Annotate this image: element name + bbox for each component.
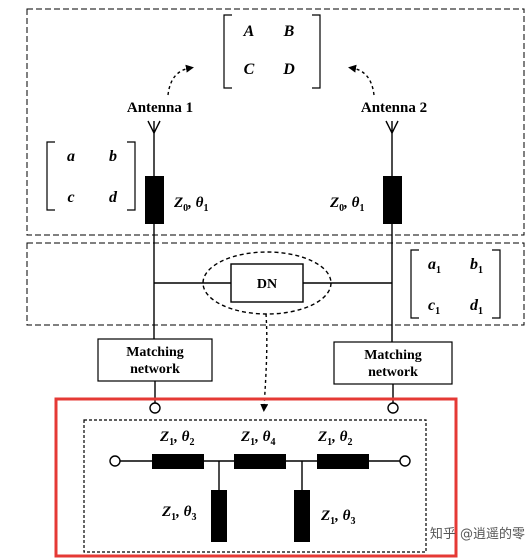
tline1-block [145, 176, 164, 224]
matrix-dn-c: c1 [428, 297, 440, 317]
stub2-label: Z1, θ3 [320, 508, 355, 527]
detail-seg1 [152, 454, 204, 469]
tline1-label: Z0, θ1 [173, 195, 208, 214]
seg3-label: Z1, θ2 [317, 429, 352, 448]
matching-right-line2: network [368, 365, 418, 380]
tline2-label: Z0, θ1 [329, 195, 364, 214]
matching-left-line2: network [130, 362, 180, 377]
tline2-block [383, 176, 402, 224]
dn-detail-circuit: Z1, θ2 Z1, θ4 Z1, θ2 Z1, θ3 Z1, θ3 [109, 429, 411, 542]
dn-box [230, 263, 304, 303]
matrix-abcd-b: B [283, 23, 295, 40]
dn-box-label: DN [257, 277, 277, 292]
detail-port-left [109, 455, 121, 467]
matching-right-line1: Matching [364, 348, 422, 363]
antenna1-label: Antenna 1 [127, 100, 193, 116]
matrix-abcd-d: D [282, 61, 295, 78]
arrow-antenna2-to-matrix [348, 64, 375, 96]
matrix-dn-a: a1 [428, 256, 441, 276]
matrix-left-c: c [67, 189, 74, 206]
port-right [387, 402, 399, 414]
dn-detail-box [83, 419, 427, 553]
detail-port-right [399, 455, 411, 467]
matrix-left-b: b [109, 148, 117, 165]
matching-network-right [333, 341, 453, 385]
detail-seg3 [317, 454, 369, 469]
matrix-abcd-c: C [244, 61, 255, 78]
matrix-abcd-a: A [243, 23, 255, 40]
detail-seg2 [234, 454, 286, 469]
antenna1-symbol [147, 120, 161, 176]
port-left [149, 402, 161, 414]
matrix-dn-b: b1 [470, 256, 483, 276]
matrix-abcd: A B C D [223, 14, 321, 89]
stub1-label: Z1, θ3 [161, 504, 196, 523]
arrow-dn-to-detail [260, 313, 269, 412]
antenna-region-box [26, 8, 525, 236]
antenna2-label: Antenna 2 [361, 100, 427, 116]
detail-stub1 [211, 490, 227, 542]
matrix-dn: a1 b1 c1 d1 [410, 249, 501, 319]
seg1-label: Z1, θ2 [159, 429, 194, 448]
detail-stub2 [294, 490, 310, 542]
dn-highlight-ellipse [202, 251, 332, 315]
matching-left-line1: Matching [126, 345, 184, 360]
matching-network-left [97, 338, 213, 382]
matrix-left-d: d [109, 189, 118, 206]
matrix-dn-d: d1 [470, 297, 483, 317]
dn-detail-highlight [54, 397, 458, 558]
matrix-left-a: a [67, 148, 75, 165]
matrix-left: a b c d [46, 141, 136, 211]
arrow-antenna1-to-matrix [167, 64, 194, 96]
decoupling-region-box [26, 242, 525, 326]
antenna2-symbol [385, 120, 399, 176]
watermark: 知乎 @逍遥的零 [430, 526, 525, 542]
seg2-label: Z1, θ4 [240, 429, 275, 448]
